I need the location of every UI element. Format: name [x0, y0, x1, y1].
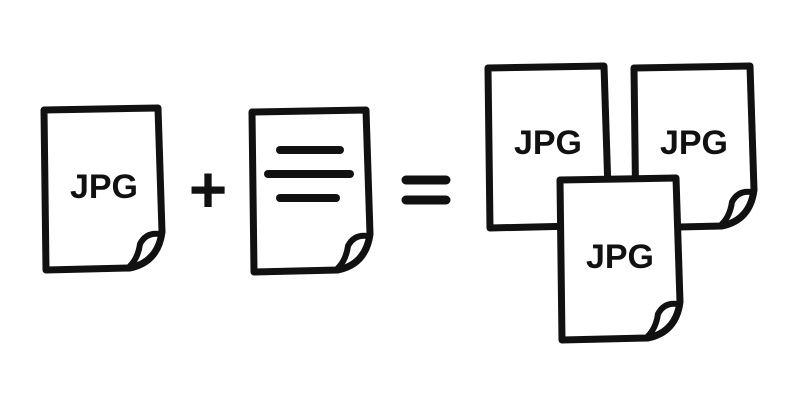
plus-operator: + [189, 152, 228, 226]
output-file-type-label-2: JPG [660, 124, 728, 162]
output-file-type-label-1: JPG [514, 124, 582, 162]
input-jpg-file-icon: JPG [40, 104, 166, 274]
text-document-icon [248, 106, 374, 276]
output-file-type-label-3: JPG [586, 238, 654, 276]
output-jpg-file-icon-3: JPG [556, 174, 684, 344]
equals-operator [401, 175, 451, 205]
input-file-type-label: JPG [70, 168, 138, 206]
